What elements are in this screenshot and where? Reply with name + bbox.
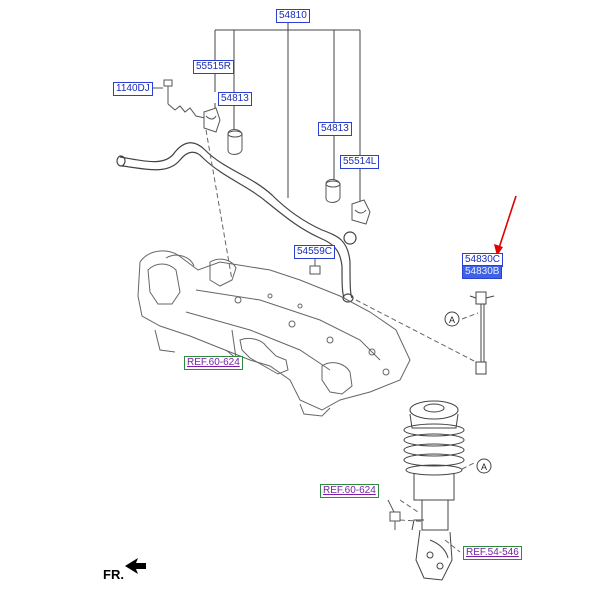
part-label-55515r[interactable]: 55515R [193,60,235,74]
bushing-54813-right [325,179,341,203]
part-label-54559c[interactable]: 54559C [294,245,336,259]
highlight-arrow [494,195,517,256]
stabilizer-link [469,291,495,375]
callout-a-lower [476,458,492,474]
ref-label-54-546[interactable]: REF.54-546 [463,546,522,560]
part-label-54813-right[interactable]: 54813 [318,122,352,136]
bolt-1140dj [152,79,206,119]
part-label-54830b[interactable]: 54830B [462,265,503,279]
strut-assembly [403,400,465,581]
bracket-55515r [203,107,221,133]
front-arrow-icon [125,558,146,574]
front-marker-label: FR. [103,567,124,582]
part-label-54813-left[interactable]: 54813 [218,92,252,106]
bolt-strut [387,499,401,530]
stabilizer-bar [116,142,357,303]
part-label-54810[interactable]: 54810 [276,9,310,23]
ref-label-60-624-top[interactable]: REF.60-624 [184,356,243,370]
bushing-54813-left [227,129,243,155]
bracket-55514l [351,199,371,225]
leader-54810 [214,20,361,205]
subframe [137,250,411,417]
callout-a-lower-text: A [481,462,487,472]
part-label-55514l[interactable]: 55514L [340,155,380,169]
callout-a-upper [444,311,460,327]
part-label-1140dj[interactable]: 1140DJ [113,82,153,96]
nut-54559c [309,258,321,275]
callout-a-upper-text: A [449,315,455,325]
ref-label-60-624-bottom[interactable]: REF.60-624 [320,484,379,498]
